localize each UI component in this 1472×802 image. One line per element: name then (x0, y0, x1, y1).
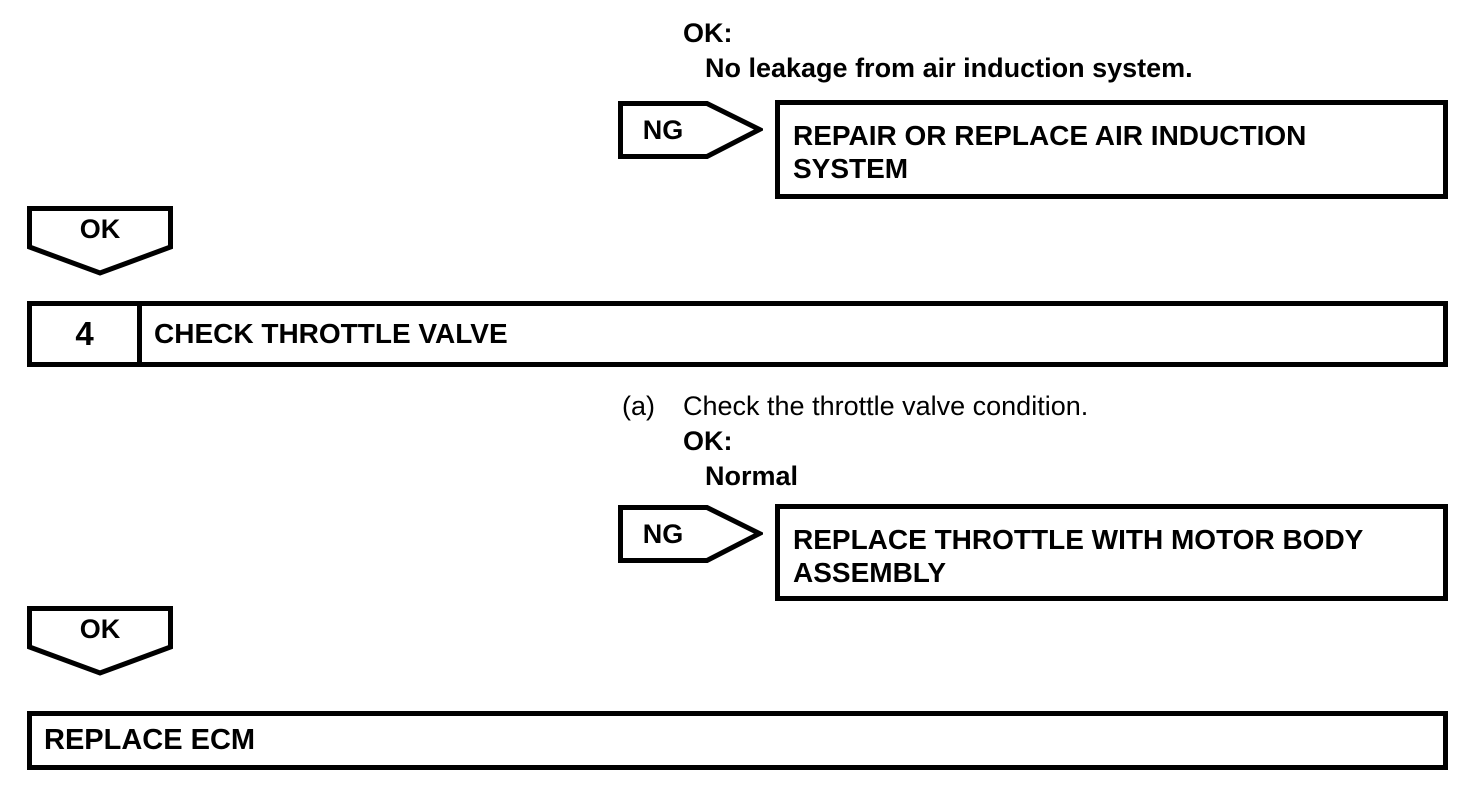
action-line: SYSTEM (793, 153, 909, 184)
ok-down-arrow-icon (27, 606, 173, 676)
step4-ng-connector-label: NG (642, 519, 684, 549)
step4-substep-line: (a) Check the throttle valve condition. (622, 389, 1088, 424)
step3-ng-connector-label: NG (642, 115, 684, 145)
step4-number: 4 (32, 306, 142, 362)
step4-ng-action-box: REPLACE THROTTLE WITH MOTOR BODY ASSEMBL… (775, 504, 1448, 601)
step4-ok-connector-label: OK (79, 614, 121, 644)
step3-ok-condition: No leakage from air induction system. (705, 53, 1193, 83)
step4-substep-text: Check the throttle valve condition. (683, 391, 1089, 421)
final-action-label: REPLACE ECM (44, 724, 256, 756)
step4-ok-pentagon-shape (27, 606, 173, 676)
action-line: ASSEMBLY (793, 557, 947, 588)
step3-ok-pentagon-shape (27, 206, 173, 276)
step4-header-box: 4 CHECK THROTTLE VALVE (27, 301, 1448, 367)
step3-ng-pennant-shape (618, 101, 763, 159)
ok-down-arrow-icon (27, 206, 173, 276)
step3-ok-heading: OK: (683, 18, 733, 48)
step3-ng-action-box: REPAIR OR REPLACE AIR INDUCTION SYSTEM (775, 100, 1448, 199)
final-action-box: REPLACE ECM (27, 711, 1448, 770)
substep-marker: (a) (622, 391, 655, 421)
step4-ok-heading: OK: (683, 426, 733, 456)
step4-ng-pennant-shape (618, 505, 763, 563)
step4-instruction-block: (a) Check the throttle valve condition. O… (622, 389, 1088, 494)
ng-arrow-icon (618, 101, 763, 159)
step3-ok-connector-label: OK (79, 214, 121, 244)
action-line: REPLACE THROTTLE WITH MOTOR BODY (793, 524, 1364, 555)
action-line: REPAIR OR REPLACE AIR INDUCTION (793, 120, 1307, 151)
ng-arrow-icon (618, 505, 763, 563)
step4-title: CHECK THROTTLE VALVE (154, 318, 508, 349)
step3-ok-note: OK: No leakage from air induction system… (683, 16, 1193, 86)
step4-ok-condition: Normal (705, 461, 799, 491)
